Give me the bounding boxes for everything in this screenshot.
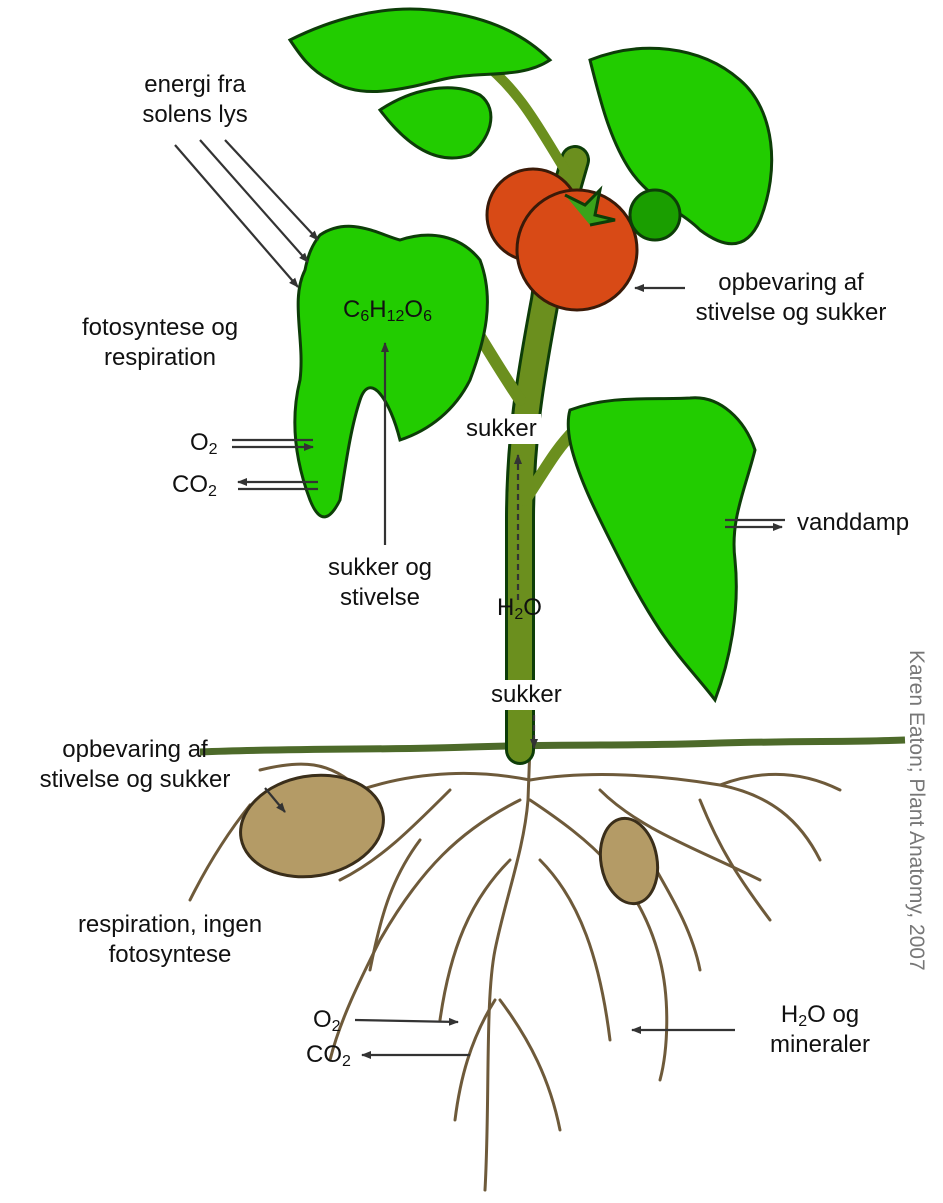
water-minerals-subscript: 2: [798, 1013, 807, 1030]
root-co2-text: CO: [306, 1041, 342, 1068]
leaf-o2-label: O2: [190, 428, 218, 458]
glucose-h: H: [369, 296, 386, 323]
stem-water-o: O: [523, 594, 542, 621]
energy-label-line2: solens lys: [100, 100, 290, 130]
sugar-starch-line1: sukker og: [290, 553, 470, 583]
glucose-o-count: 6: [423, 308, 432, 325]
glucose-c-count: 6: [360, 308, 369, 325]
stem-sugar-top-label: sukker: [462, 414, 541, 444]
energy-label-line1: energi fra: [100, 70, 290, 100]
tuber-storage-line2: stivelse og sukker: [5, 765, 265, 795]
left-leaf: [295, 226, 488, 517]
photosynthesis-label-line2: respiration: [55, 343, 265, 373]
stem-water-subscript: 2: [514, 606, 523, 623]
root-co2-subscript: 2: [342, 1053, 351, 1070]
glucose-h-count: 12: [387, 308, 405, 325]
root-o2-label: O2: [313, 1005, 341, 1035]
stem-sugar-bottom-label: sukker: [488, 680, 565, 710]
fruit-storage-line1: opbevaring af: [666, 268, 916, 298]
leaf-co2-text: CO: [172, 471, 208, 498]
water-minerals-label: H2O og mineraler: [745, 1000, 895, 1060]
green-tomato: [630, 190, 680, 240]
root-o2-text: O: [313, 1006, 332, 1033]
tuber-respiration-line1: respiration, ingen: [40, 910, 300, 940]
leaf-co2-subscript: 2: [208, 483, 217, 500]
root-co2-label: CO2: [306, 1040, 351, 1070]
fruit-storage-line2: stivelse og sukker: [666, 298, 916, 328]
right-leaf: [568, 398, 755, 700]
photosynthesis-label: fotosyntese og respiration: [55, 313, 265, 373]
tuber-storage-line1: opbevaring af: [5, 735, 265, 765]
leaf-o2-text: O: [190, 429, 209, 456]
water-minerals-line1: H2O og: [745, 1000, 895, 1030]
stem-water-h: H: [497, 594, 514, 621]
tuber-respiration-line2: fotosyntese: [40, 940, 300, 970]
glucose-c: C: [343, 296, 360, 323]
sugar-starch-line2: stivelse: [290, 583, 470, 613]
leaf-o2-subscript: 2: [209, 441, 218, 458]
fruit-storage-label: opbevaring af stivelse og sukker: [666, 268, 916, 328]
glucose-o: O: [404, 296, 423, 323]
sugar-starch-label: sukker og stivelse: [290, 553, 470, 613]
tuber-respiration-label: respiration, ingen fotosyntese: [40, 910, 300, 970]
water-minerals-h: H: [781, 1001, 798, 1028]
soil-line: [200, 740, 905, 752]
tuber-storage-label: opbevaring af stivelse og sukker: [5, 735, 265, 795]
stem-water-label: H2O: [497, 593, 542, 623]
leaf-co2-label: CO2: [172, 470, 217, 500]
energy-label: energi fra solens lys: [100, 70, 290, 130]
credit-text: Karen Eaton; Plant Anatomy, 2007: [904, 650, 928, 971]
root-o2-subscript: 2: [332, 1018, 341, 1035]
water-minerals-rest: O og: [807, 1001, 859, 1028]
vapor-label: vanddamp: [797, 508, 909, 538]
glucose-formula: C6H12O6: [343, 295, 432, 325]
water-minerals-line2: mineraler: [745, 1030, 895, 1060]
photosynthesis-label-line1: fotosyntese og: [55, 313, 265, 343]
